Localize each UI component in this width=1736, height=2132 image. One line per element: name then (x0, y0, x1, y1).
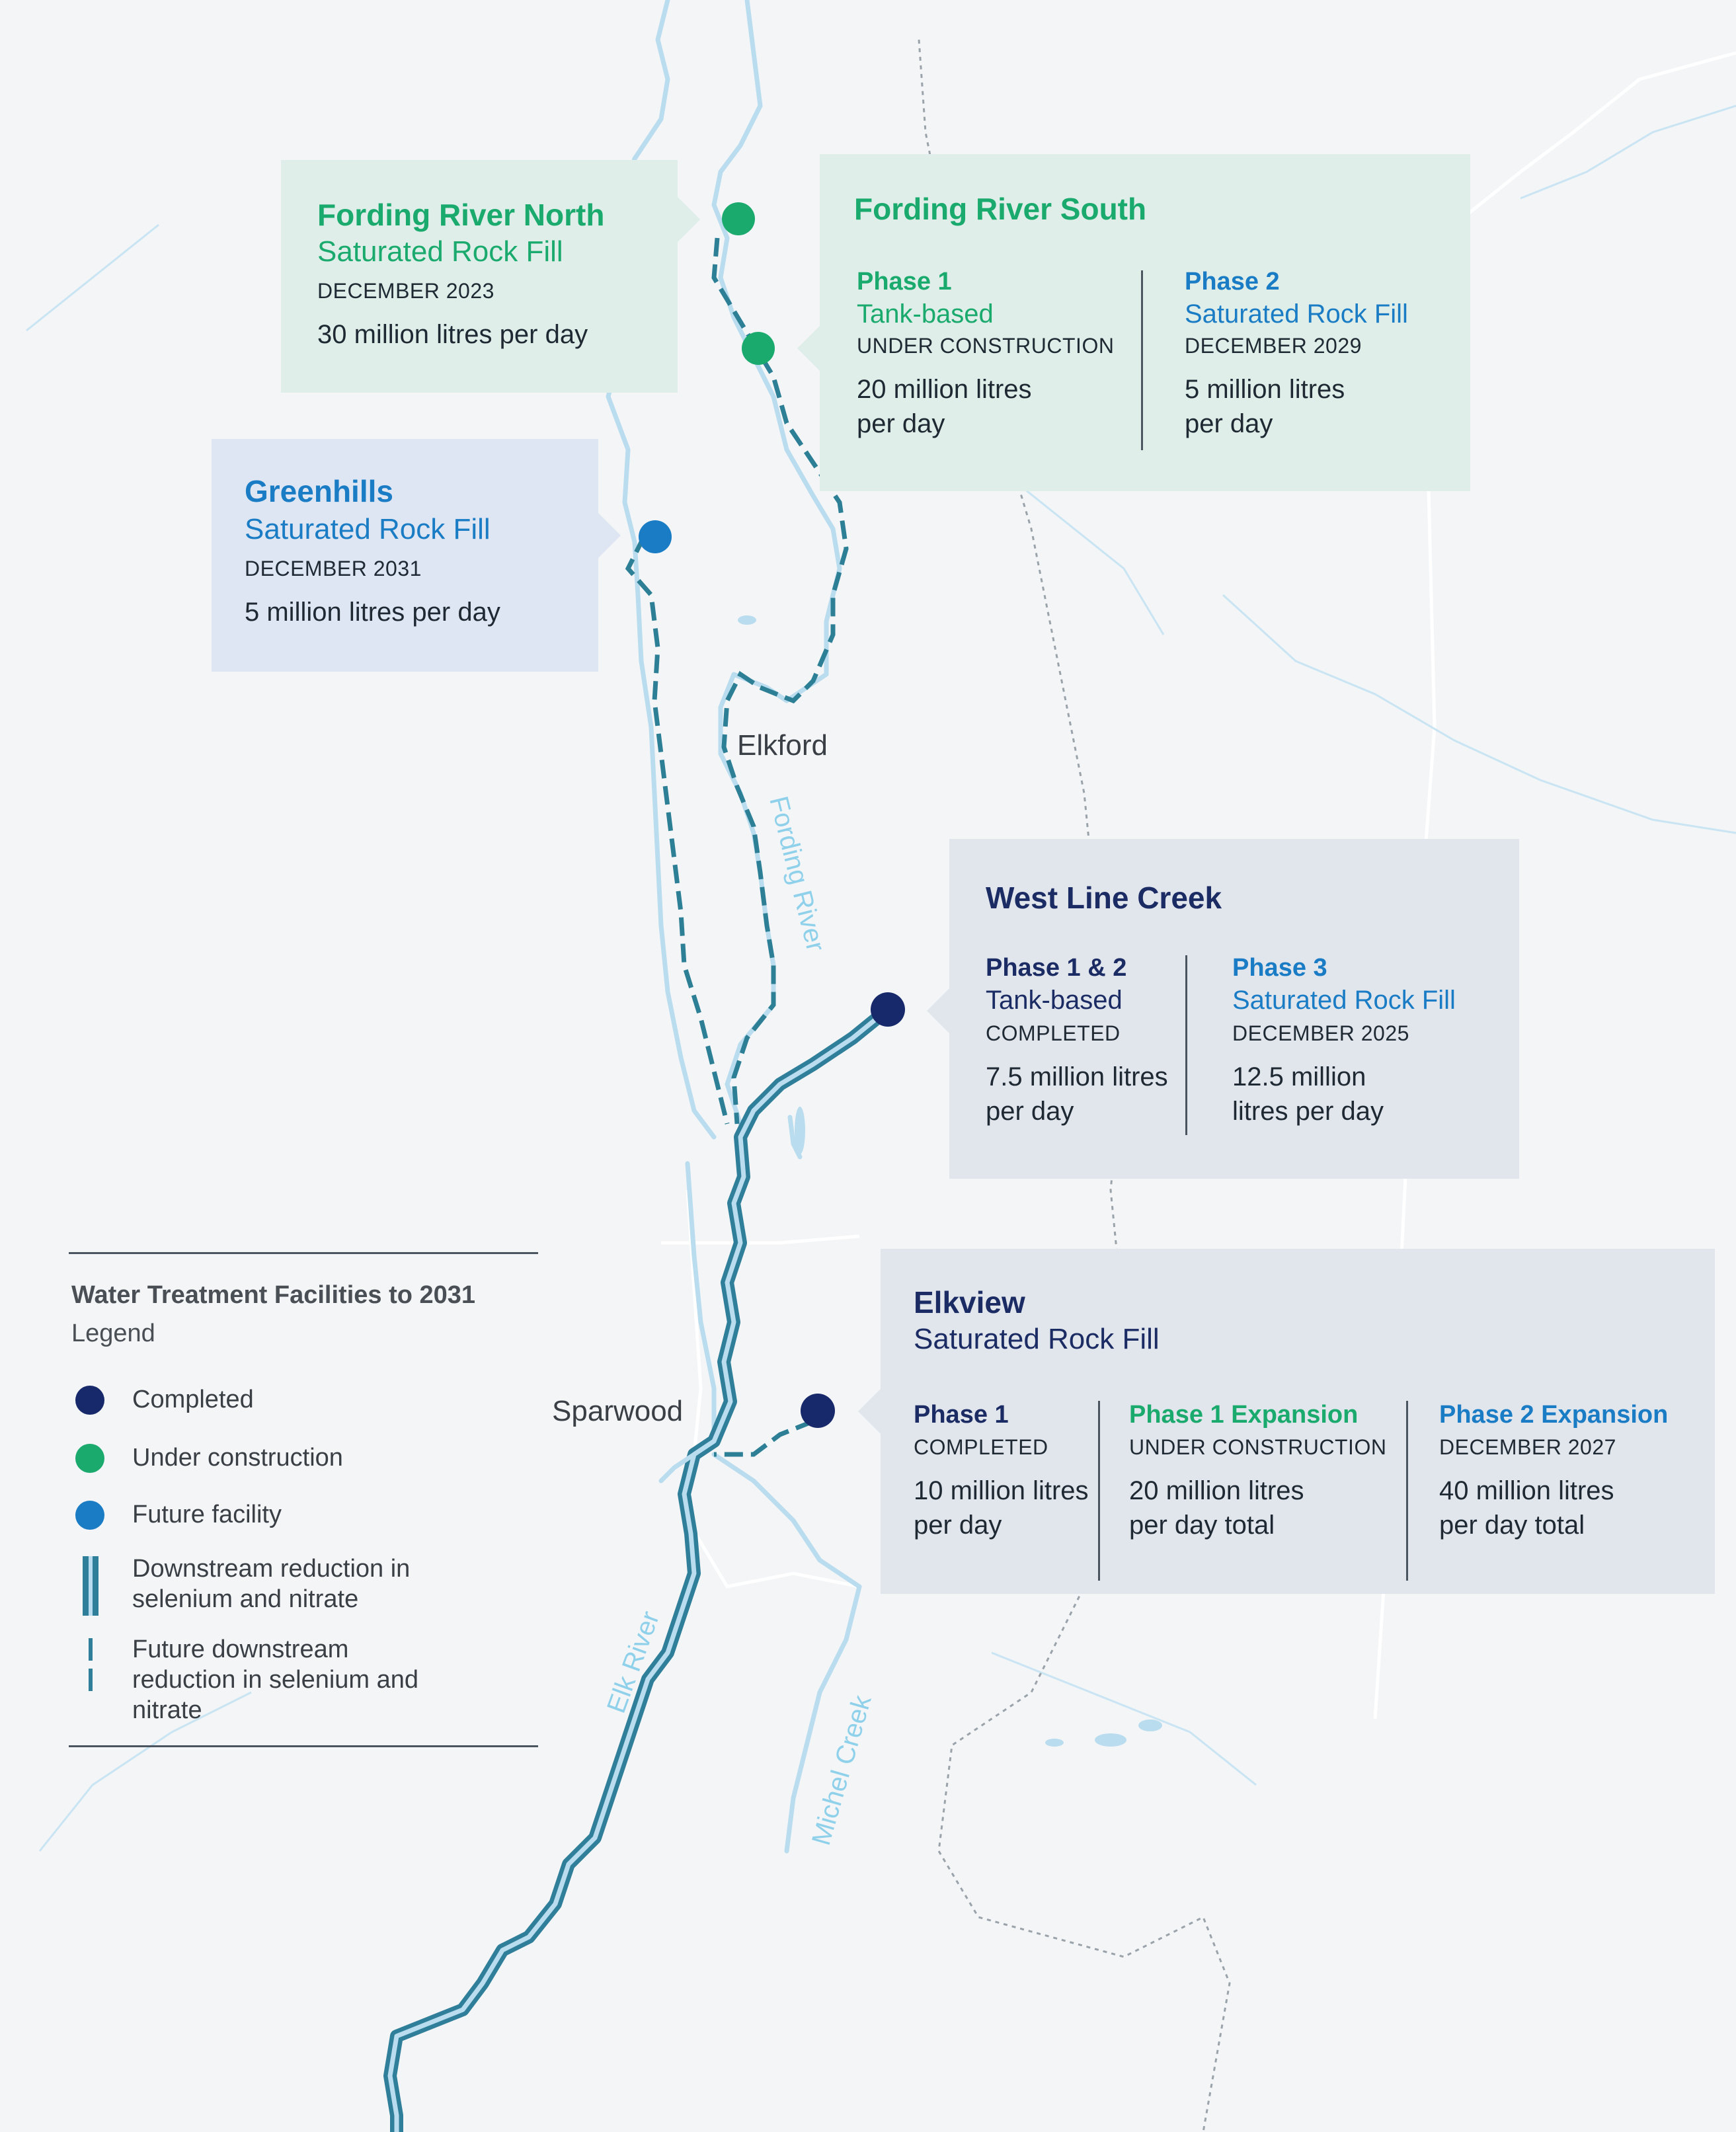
legend-downstream-inner (89, 1556, 93, 1616)
legend-downstream-text: Downstream reduction in selenium and nit… (132, 1555, 411, 1613)
fording-north-marker[interactable] (722, 202, 755, 235)
legend-completed-text: Completed (132, 1386, 254, 1413)
west-line-creek-title: West Line Creek (986, 881, 1222, 915)
west-line-creek-marker[interactable] (871, 992, 905, 1027)
elkview-phase2exp-label: Phase 2 Expansion (1439, 1401, 1669, 1429)
wlc-phase12-type: Tank-based (986, 986, 1123, 1015)
stream-west-1 (38, 1691, 252, 1852)
elkview-phase1-capacity: 10 million litres per day (914, 1476, 1089, 1540)
elkview-phase2exp-status: DECEMBER 2027 (1439, 1435, 1616, 1459)
fording-south-marker[interactable] (742, 332, 775, 365)
elkview-marker[interactable] (801, 1394, 835, 1428)
elk-upper (685, 1161, 717, 1444)
fording-south-phase1-type: Tank-based (857, 299, 994, 329)
stream-east-1 (1222, 594, 1736, 834)
callout-fording-river-north: Fording River North Saturated Rock Fill … (281, 160, 700, 393)
wlc-phase3-capacity: 12.5 million litres per day (1232, 1062, 1384, 1126)
legend-dash-1 (89, 1638, 93, 1661)
road-south (686, 1189, 860, 1589)
road-link (661, 1234, 860, 1245)
michel-creek (711, 1452, 862, 1854)
fording-south-phase2-status: DECEMBER 2029 (1185, 334, 1362, 358)
greenhills-marker[interactable] (639, 520, 672, 553)
divider (1141, 270, 1143, 450)
legend-bottom-rule (69, 1745, 538, 1747)
lake-1 (1095, 1733, 1126, 1747)
stream-south-1 (991, 1651, 1257, 1786)
fording-south-phase1-capacity: 20 million litres per day (857, 375, 1032, 438)
elkview-phase1exp-status: UNDER CONSTRUCTION (1129, 1435, 1387, 1459)
legend-completed-dot (75, 1386, 104, 1415)
fording-south-phase1-status: UNDER CONSTRUCTION (857, 334, 1115, 358)
divider (1185, 955, 1187, 1135)
legend-future-downstream-text: Future downstream reduction in selenium … (132, 1636, 419, 1724)
greenhills-type: Saturated Rock Fill (245, 513, 491, 545)
elkview-phase1-label: Phase 1 (914, 1401, 1009, 1429)
wlc-phase3-type: Saturated Rock Fill (1232, 986, 1456, 1015)
lake-2 (1138, 1719, 1162, 1731)
callout-pointer (598, 513, 621, 558)
callout-pointer (678, 197, 700, 242)
divider (1098, 1401, 1100, 1581)
greenhills-creek (606, 0, 717, 1140)
legend-title: Water Treatment Facilities to 2031 (71, 1281, 476, 1309)
stream-west-2 (26, 223, 159, 332)
fording-south-phase2-label: Phase 2 (1185, 268, 1280, 296)
fording-north-capacity: 30 million litres per day (317, 320, 588, 349)
wlc-phase12-status: COMPLETED (986, 1021, 1121, 1045)
legend-subtitle: Legend (71, 1320, 155, 1347)
legend-dash-2 (89, 1669, 93, 1691)
lake-5 (738, 615, 756, 625)
place-sparwood: Sparwood (552, 1395, 684, 1427)
elkview-phase1exp-capacity: 20 million litres per day total (1129, 1476, 1304, 1540)
callout-pointer (927, 988, 949, 1033)
fording-south-phase1-label: Phase 1 (857, 268, 952, 296)
greenhills-date: DECEMBER 2031 (245, 557, 422, 580)
callout-pointer (858, 1389, 881, 1434)
callout-fording-river-south: Fording River South Phase 1 Tank-based U… (797, 154, 1470, 491)
legend-future-text: Future facility (132, 1501, 282, 1528)
legend-downstream-symbol (83, 1556, 99, 1616)
callout-west-line-creek: West Line Creek Phase 1 & 2 Tank-based C… (927, 839, 1519, 1179)
elk-river-branch (658, 1439, 717, 1483)
legend-under-construction-dot (75, 1444, 104, 1473)
legend-future-dot (75, 1501, 104, 1530)
future-reduction-lines (625, 237, 849, 1457)
greenhills-title: Greenhills (245, 474, 393, 508)
elkview-phase2exp-capacity: 40 million litres per day total (1439, 1476, 1614, 1540)
fording-north-title: Fording River North (317, 198, 605, 232)
fording-north-type: Saturated Rock Fill (317, 235, 563, 268)
stream-east-2 (1520, 104, 1736, 200)
elk-river-treated-inner (387, 1007, 890, 2132)
lake-4 (795, 1107, 805, 1154)
elkview-future-line (714, 1419, 814, 1457)
pond (787, 1115, 803, 1160)
lake-3 (1045, 1739, 1064, 1747)
treated-river-layer (383, 1003, 894, 2132)
callout-pointer (797, 326, 820, 371)
elkview-title: Elkview (914, 1285, 1025, 1320)
fording-south-phase2-capacity: 5 million litres per day (1185, 375, 1345, 438)
divider (1406, 1401, 1408, 1581)
wlc-phase12-capacity: 7.5 million litres per day (986, 1062, 1168, 1126)
lakes-layer (738, 615, 1162, 1747)
greenhills-capacity: 5 million litres per day (245, 598, 500, 627)
fording-future-line (711, 237, 849, 1125)
wlc-phase12-label: Phase 1 & 2 (986, 954, 1127, 982)
legend-future-downstream-symbol (89, 1638, 93, 1691)
elkview-phase1-status: COMPLETED (914, 1435, 1048, 1459)
fording-north-date: DECEMBER 2023 (317, 279, 494, 303)
place-elkford: Elkford (737, 729, 828, 762)
wlc-phase3-label: Phase 3 (1232, 954, 1327, 982)
legend-top-rule (69, 1252, 538, 1254)
fording-south-title: Fording River South (854, 192, 1147, 226)
elkview-type: Saturated Rock Fill (914, 1323, 1160, 1355)
callout-greenhills: Greenhills Saturated Rock Fill DECEMBER … (212, 439, 621, 672)
fording-south-phase2-type: Saturated Rock Fill (1185, 299, 1408, 329)
callout-elkview: Elkview Saturated Rock Fill Phase 1 COMP… (858, 1249, 1715, 1594)
elkview-phase1exp-label: Phase 1 Expansion (1129, 1401, 1359, 1429)
legend-under-construction-text: Under construction (132, 1444, 343, 1472)
wlc-phase3-status: DECEMBER 2025 (1232, 1021, 1409, 1045)
